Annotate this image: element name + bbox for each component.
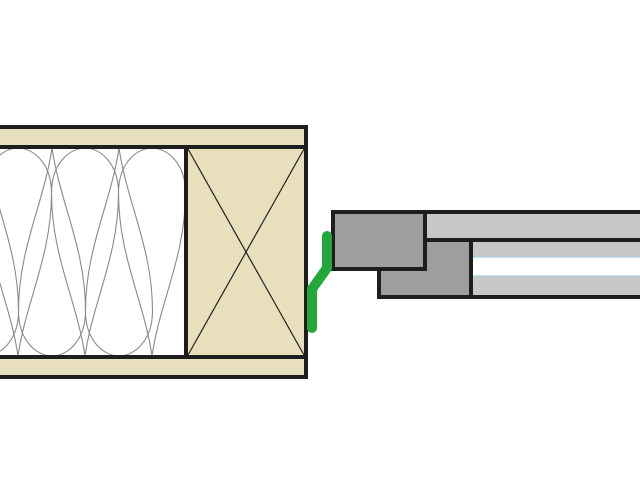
stud-cross-line-2 (187, 148, 305, 356)
window-section (331, 210, 640, 299)
glass-pane (473, 257, 640, 276)
top-board (0, 125, 308, 149)
wall-section (0, 125, 308, 379)
sash-top-bar (423, 210, 640, 242)
insulation-lobe-bottom (0, 208, 20, 352)
bottom-board (0, 355, 308, 379)
frame-upper-block (331, 210, 427, 271)
green-seal-membrane (307, 231, 332, 333)
